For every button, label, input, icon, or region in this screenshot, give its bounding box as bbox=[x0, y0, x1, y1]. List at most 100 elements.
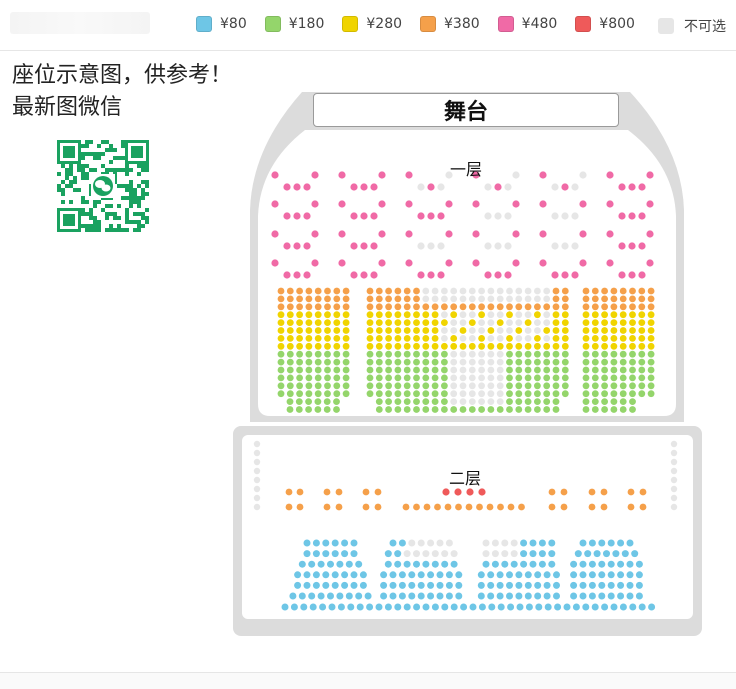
seat[interactable] bbox=[638, 183, 646, 191]
seat[interactable] bbox=[478, 406, 485, 413]
seat[interactable] bbox=[619, 406, 627, 413]
seat[interactable] bbox=[385, 287, 392, 295]
seat[interactable] bbox=[360, 183, 368, 191]
seat[interactable] bbox=[635, 581, 643, 589]
seat[interactable] bbox=[468, 390, 476, 398]
seat[interactable] bbox=[478, 374, 485, 382]
seat[interactable] bbox=[570, 592, 578, 600]
seat[interactable] bbox=[515, 342, 523, 350]
seat[interactable] bbox=[515, 382, 523, 390]
seat[interactable] bbox=[534, 319, 541, 326]
seat[interactable] bbox=[607, 592, 615, 600]
seat[interactable] bbox=[638, 319, 646, 326]
seat[interactable] bbox=[405, 230, 413, 238]
seat[interactable] bbox=[543, 319, 551, 326]
seat[interactable] bbox=[375, 374, 383, 382]
seat[interactable] bbox=[629, 303, 636, 311]
seat[interactable] bbox=[610, 350, 618, 358]
seat[interactable] bbox=[582, 295, 590, 303]
seat[interactable] bbox=[338, 259, 346, 267]
seat[interactable] bbox=[322, 539, 330, 547]
seat[interactable] bbox=[317, 560, 325, 568]
seat[interactable] bbox=[670, 440, 678, 448]
seat[interactable] bbox=[431, 327, 439, 334]
seat[interactable] bbox=[524, 571, 532, 579]
seat[interactable] bbox=[277, 311, 285, 319]
seat[interactable] bbox=[543, 592, 551, 600]
seat[interactable] bbox=[487, 592, 495, 600]
seat[interactable] bbox=[529, 550, 537, 558]
seat[interactable] bbox=[277, 287, 285, 295]
seat[interactable] bbox=[487, 358, 495, 366]
seat[interactable] bbox=[538, 560, 546, 568]
seat[interactable] bbox=[413, 342, 420, 350]
seat[interactable] bbox=[403, 327, 411, 334]
seat[interactable] bbox=[431, 374, 439, 382]
seat[interactable] bbox=[552, 374, 560, 382]
seat[interactable] bbox=[551, 242, 559, 250]
seat[interactable] bbox=[283, 271, 291, 279]
seat[interactable] bbox=[478, 350, 485, 358]
seat[interactable] bbox=[601, 287, 608, 295]
seat[interactable] bbox=[610, 295, 618, 303]
seat[interactable] bbox=[296, 342, 303, 350]
seat[interactable] bbox=[319, 603, 327, 611]
seat[interactable] bbox=[450, 295, 458, 303]
seat[interactable] bbox=[277, 327, 285, 334]
seat[interactable] bbox=[487, 319, 495, 326]
seat[interactable] bbox=[314, 287, 322, 295]
seat[interactable] bbox=[552, 287, 560, 295]
seat[interactable] bbox=[506, 592, 513, 600]
seat[interactable] bbox=[582, 327, 590, 334]
seat[interactable] bbox=[561, 327, 569, 334]
seat[interactable] bbox=[552, 311, 560, 319]
seat[interactable] bbox=[380, 571, 388, 579]
seat[interactable] bbox=[436, 592, 444, 600]
seat[interactable] bbox=[375, 390, 383, 398]
seat[interactable] bbox=[375, 603, 383, 611]
seat[interactable] bbox=[606, 230, 614, 238]
seat[interactable] bbox=[405, 200, 413, 208]
seat[interactable] bbox=[610, 382, 618, 390]
seat[interactable] bbox=[582, 398, 590, 405]
seat[interactable] bbox=[342, 335, 350, 342]
seat[interactable] bbox=[450, 303, 458, 311]
seat[interactable] bbox=[601, 406, 608, 413]
seat[interactable] bbox=[314, 335, 322, 342]
seat[interactable] bbox=[427, 271, 435, 279]
seat[interactable] bbox=[584, 550, 592, 558]
seat[interactable] bbox=[670, 503, 678, 511]
seat[interactable] bbox=[491, 539, 499, 547]
seat[interactable] bbox=[515, 319, 523, 326]
seat[interactable] bbox=[504, 242, 512, 250]
seat[interactable] bbox=[601, 358, 608, 366]
seat[interactable] bbox=[579, 571, 587, 579]
seat[interactable] bbox=[450, 311, 458, 319]
seat[interactable] bbox=[472, 171, 480, 179]
seat[interactable] bbox=[417, 539, 425, 547]
seat[interactable] bbox=[543, 382, 551, 390]
seat[interactable] bbox=[422, 311, 430, 319]
seat[interactable] bbox=[324, 327, 331, 334]
seat[interactable] bbox=[524, 327, 532, 334]
seat[interactable] bbox=[441, 327, 448, 334]
seat[interactable] bbox=[629, 398, 636, 405]
seat[interactable] bbox=[647, 335, 655, 342]
seat[interactable] bbox=[445, 200, 453, 208]
seat[interactable] bbox=[638, 342, 646, 350]
seat[interactable] bbox=[286, 335, 294, 342]
seat[interactable] bbox=[441, 303, 448, 311]
seat[interactable] bbox=[277, 366, 285, 374]
seat[interactable] bbox=[296, 374, 303, 382]
seat[interactable] bbox=[314, 374, 322, 382]
seat[interactable] bbox=[312, 539, 320, 547]
seat[interactable] bbox=[445, 230, 453, 238]
seat[interactable] bbox=[552, 319, 560, 326]
seat[interactable] bbox=[286, 382, 294, 390]
seat[interactable] bbox=[385, 406, 392, 413]
seat[interactable] bbox=[305, 311, 313, 319]
seat[interactable] bbox=[543, 335, 551, 342]
seat[interactable] bbox=[305, 366, 313, 374]
seat[interactable] bbox=[638, 242, 646, 250]
seat[interactable] bbox=[591, 311, 599, 319]
